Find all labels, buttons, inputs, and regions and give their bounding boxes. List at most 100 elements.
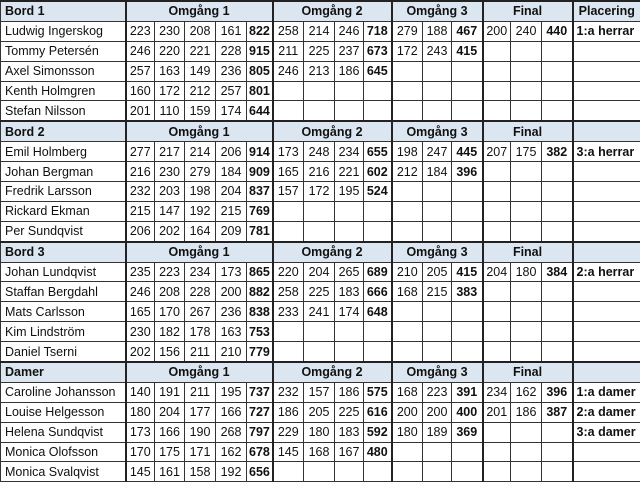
r1-game-score: 223 [155, 262, 185, 282]
round3-header: Omgång 3 [392, 362, 483, 382]
r3-game-score [423, 442, 452, 462]
final-game-score [511, 41, 542, 61]
r2-game-score: 241 [304, 302, 335, 322]
final-game-score [483, 422, 511, 442]
r2-game-score [304, 462, 335, 482]
r1-total: 779 [247, 342, 273, 362]
r3-total: 415 [452, 41, 483, 61]
r1-game-score: 277 [126, 142, 155, 162]
r3-game-score [392, 302, 423, 322]
final-game-score [511, 282, 542, 302]
final-total: 396 [542, 382, 573, 402]
r2-game-score: 172 [304, 182, 335, 202]
r1-game-score: 202 [126, 342, 155, 362]
final-game-score [483, 101, 511, 121]
r1-game-score: 159 [185, 101, 216, 121]
placement [573, 442, 640, 462]
r1-game-score: 163 [216, 322, 247, 342]
player-name: Staffan Bergdahl [1, 282, 126, 302]
r3-game-score: 198 [392, 142, 423, 162]
r3-total: 396 [452, 162, 483, 182]
r3-total: 467 [452, 21, 483, 41]
r1-total: 753 [247, 322, 273, 342]
final-total [542, 422, 573, 442]
final-total [542, 342, 573, 362]
r2-game-score: 246 [273, 61, 304, 81]
final-game-score: 200 [483, 21, 511, 41]
r2-game-score [304, 101, 335, 121]
player-name: Tommy Petersén [1, 41, 126, 61]
r2-total [364, 201, 392, 221]
r2-game-score: 145 [273, 442, 304, 462]
r3-total [452, 342, 483, 362]
r1-total: 822 [247, 21, 273, 41]
r1-game-score: 110 [155, 101, 185, 121]
final-total [542, 221, 573, 241]
r1-total: 909 [247, 162, 273, 182]
r3-game-score [423, 182, 452, 202]
placement [573, 201, 640, 221]
final-header: Final [483, 121, 573, 141]
r3-game-score: 247 [423, 142, 452, 162]
r1-game-score: 279 [185, 162, 216, 182]
player-name: Stefan Nilsson [1, 101, 126, 121]
player-name: Axel Simonsson [1, 61, 126, 81]
round3-header: Omgång 3 [392, 1, 483, 21]
player-name: Per Sundqvist [1, 221, 126, 241]
r1-game-score: 206 [216, 142, 247, 162]
placement-header [573, 242, 640, 262]
r1-game-score: 202 [155, 221, 185, 241]
final-header: Final [483, 242, 573, 262]
r1-game-score: 200 [216, 282, 247, 302]
r2-game-score [273, 322, 304, 342]
final-total [542, 462, 573, 482]
r2-total: 673 [364, 41, 392, 61]
r3-total [452, 322, 483, 342]
r3-total: 400 [452, 402, 483, 422]
final-game-score [483, 41, 511, 61]
final-total [542, 41, 573, 61]
r2-game-score: 183 [335, 282, 364, 302]
r3-game-score [423, 302, 452, 322]
r3-game-score: 184 [423, 162, 452, 182]
r1-game-score: 215 [216, 201, 247, 221]
r1-game-score: 173 [216, 262, 247, 282]
r2-total: 655 [364, 142, 392, 162]
r2-game-score: 214 [304, 21, 335, 41]
r3-game-score [392, 442, 423, 462]
r2-game-score: 167 [335, 442, 364, 462]
r1-game-score: 212 [185, 81, 216, 101]
r3-game-score [423, 221, 452, 241]
placement: 2:a herrar [573, 262, 640, 282]
r2-game-score: 213 [304, 61, 335, 81]
r2-game-score: 246 [335, 21, 364, 41]
r2-game-score: 225 [304, 41, 335, 61]
r1-game-score: 230 [155, 21, 185, 41]
r1-game-score: 257 [126, 61, 155, 81]
r2-total: 592 [364, 422, 392, 442]
final-game-score [511, 442, 542, 462]
player-name: Mats Carlsson [1, 302, 126, 322]
r1-game-score: 217 [155, 142, 185, 162]
r2-game-score [304, 322, 335, 342]
r1-game-score: 173 [126, 422, 155, 442]
final-game-score [511, 322, 542, 342]
r1-game-score: 175 [155, 442, 185, 462]
r1-game-score: 230 [155, 162, 185, 182]
r2-game-score: 258 [273, 21, 304, 41]
r1-total: 678 [247, 442, 273, 462]
final-game-score [483, 81, 511, 101]
placement: 2:a damer [573, 402, 640, 422]
r3-game-score: 168 [392, 382, 423, 402]
r3-game-score [423, 101, 452, 121]
r3-game-score [423, 81, 452, 101]
r2-game-score: 165 [273, 162, 304, 182]
